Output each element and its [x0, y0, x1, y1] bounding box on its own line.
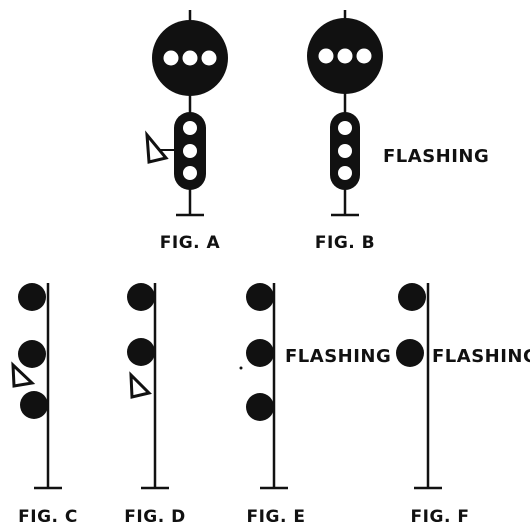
signal-lamp: [127, 338, 155, 366]
signal-lamp: [127, 283, 155, 311]
fig-e: FLASHING FIG. E: [239, 283, 391, 527]
lamp: [356, 48, 372, 64]
color-light-head: [330, 112, 360, 190]
flashing-label-fig-b: FLASHING: [383, 146, 489, 167]
lamp: [163, 50, 179, 66]
number-plate-icon: [129, 371, 152, 399]
signal-lamp: [18, 340, 46, 368]
fig-b: FLASHING FIG. B: [307, 10, 489, 253]
number-plate-icon: [11, 361, 36, 388]
lamp: [318, 48, 334, 64]
lamp: [183, 121, 197, 135]
caption-fig-c: FIG. C: [18, 507, 78, 527]
caption-fig-b: FIG. B: [315, 233, 375, 253]
lamp: [182, 50, 198, 66]
number-plate-icon: [145, 130, 174, 164]
fig-d: FIG. D: [124, 283, 185, 527]
color-light-head: [174, 112, 206, 190]
fig-a: FIG. A: [145, 10, 228, 253]
speck: [239, 366, 243, 370]
caption-fig-d: FIG. D: [124, 507, 185, 527]
fig-c: FIG. C: [11, 283, 78, 527]
signal-lamp: [398, 283, 426, 311]
caption-fig-f: FIG. F: [411, 507, 470, 527]
lamp: [338, 144, 352, 158]
lamp: [338, 121, 352, 135]
lamp: [338, 166, 352, 180]
dwarf-head: [152, 20, 228, 96]
signal-lamp: [246, 339, 274, 367]
signal-lamp: [20, 391, 48, 419]
signal-lamp: [246, 393, 274, 421]
flashing-label-fig-e: FLASHING: [285, 346, 391, 367]
caption-fig-e: FIG. E: [247, 507, 306, 527]
signal-lamp: [396, 339, 424, 367]
signal-lamp: [18, 283, 46, 311]
flashing-label-fig-f: FLASHING: [432, 346, 530, 367]
caption-fig-a: FIG. A: [160, 233, 221, 253]
dwarf-head: [307, 18, 383, 94]
fig-f: FLASHING FIG. F: [396, 283, 530, 527]
lamp: [201, 50, 217, 66]
lamp: [337, 48, 353, 64]
lamp: [183, 166, 197, 180]
lamp: [183, 144, 197, 158]
signal-lamp: [246, 283, 274, 311]
